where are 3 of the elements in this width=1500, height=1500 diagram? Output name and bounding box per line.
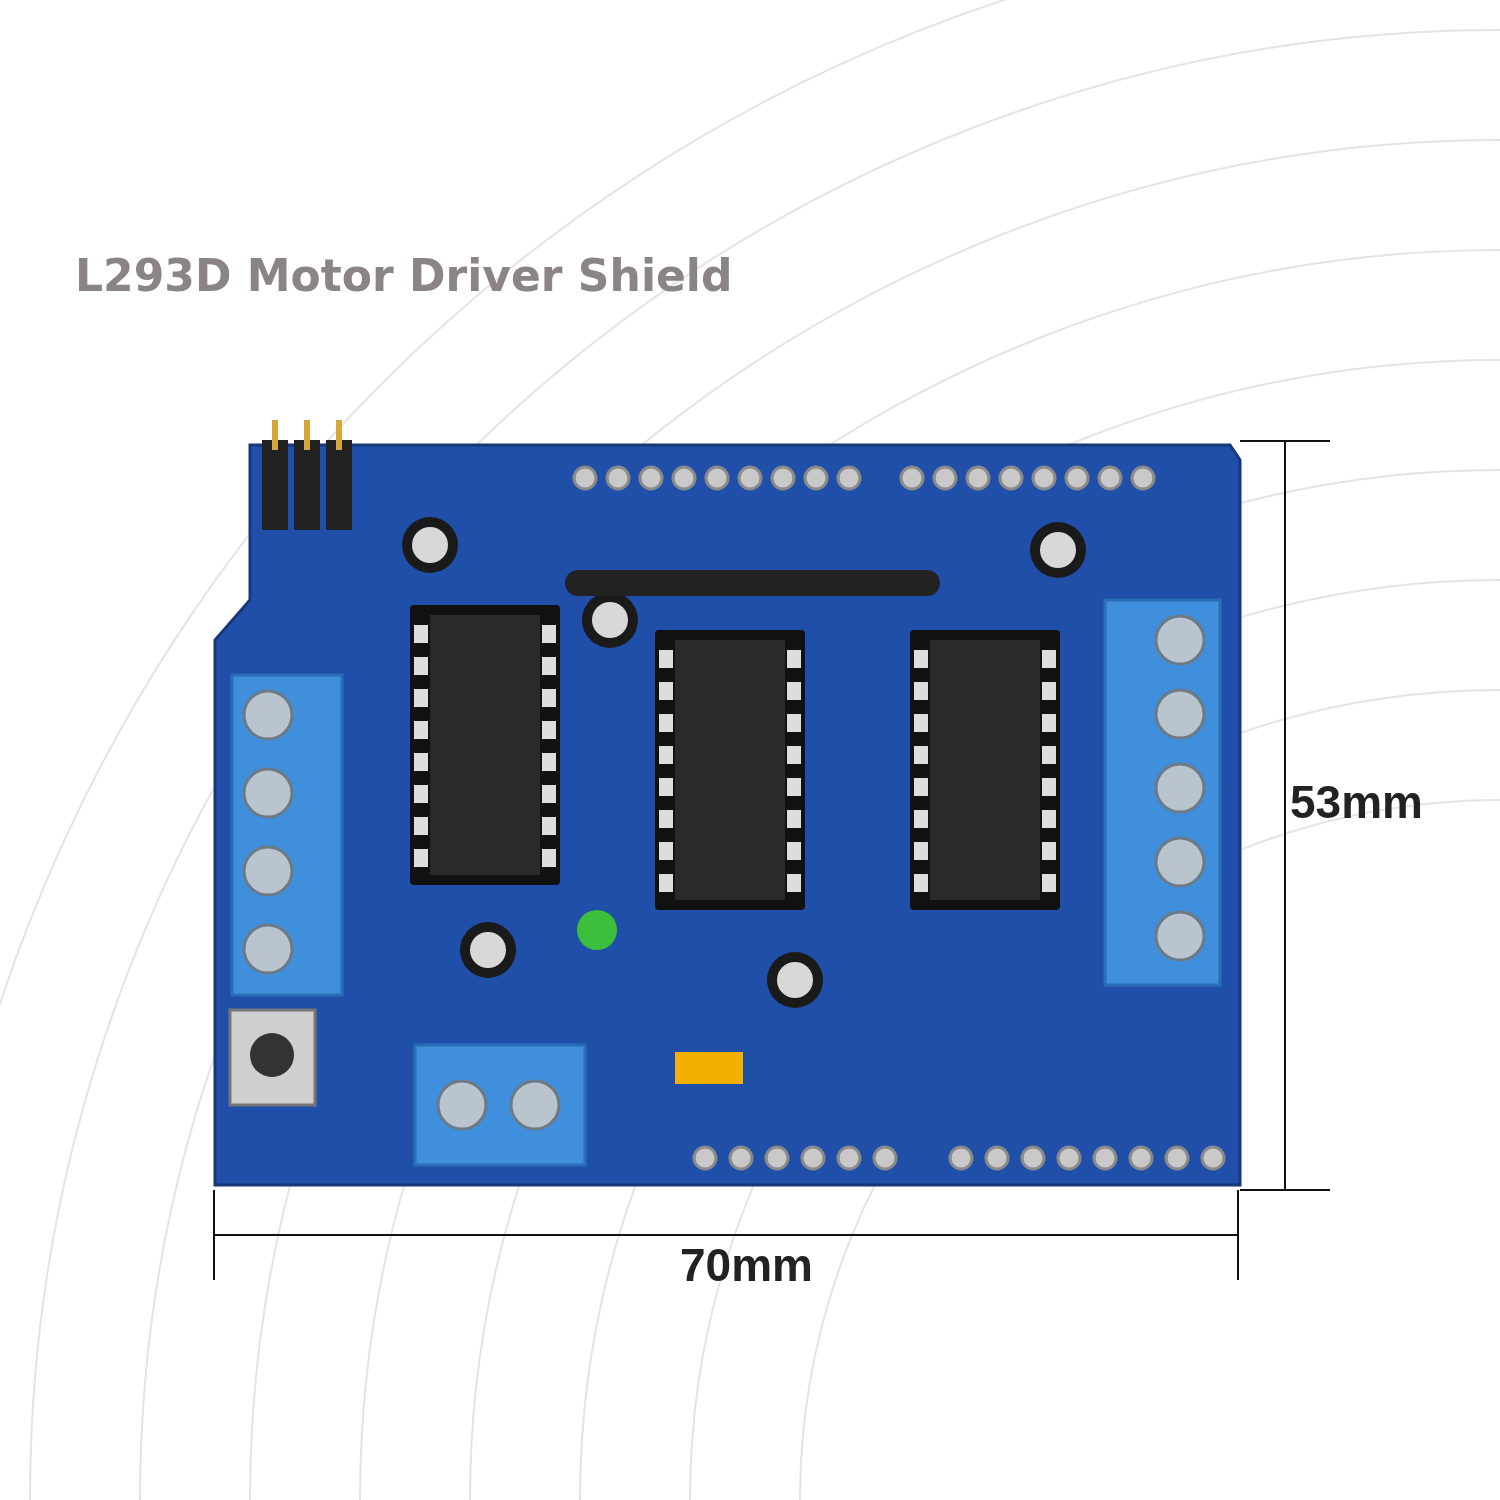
title: L293D Motor Driver Shield xyxy=(75,250,733,301)
dimension-label: 53mm xyxy=(1290,775,1423,829)
dimension-label: 70mm xyxy=(680,1238,813,1292)
